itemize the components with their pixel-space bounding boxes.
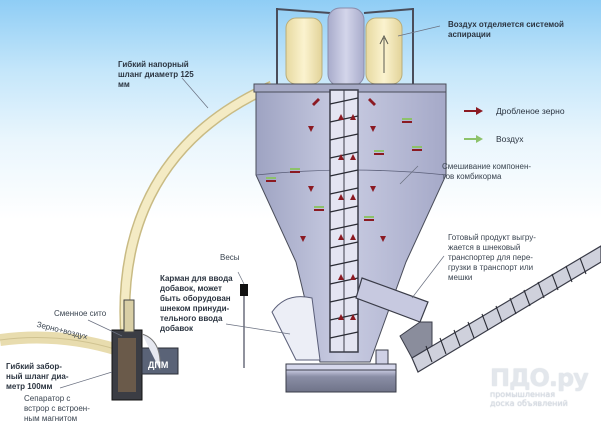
- label-product-output: Готовый продукт выгру- жается в шнековый…: [448, 233, 536, 282]
- additive-pocket: [271, 296, 321, 361]
- aspiration-filters: [275, 7, 414, 87]
- filter-left: [285, 17, 323, 85]
- label-mixing: Смешивание компонен- тов комбикорма: [442, 162, 532, 181]
- legend-label: Воздух: [496, 134, 524, 144]
- leader-lines: [59, 25, 445, 389]
- air-flow-arrows: [266, 118, 422, 221]
- watermark: ПДО.ру промышленная доска объявлений: [490, 366, 600, 408]
- label-replaceable-sieve: Сменное сито: [54, 309, 107, 318]
- separator-unit: [111, 299, 179, 401]
- filter-center: [327, 7, 365, 87]
- scales: [240, 284, 248, 296]
- watermark-brand: ПДО.ру: [490, 364, 589, 392]
- arrow-right-icon: [464, 107, 483, 115]
- mixer-base: [285, 349, 397, 393]
- label-pressure-hose: Гибкий напорный шланг диаметр 125 мм: [118, 60, 194, 89]
- mixer-hopper: [253, 83, 447, 363]
- legend-label: Дробленое зерно: [496, 106, 565, 116]
- screw-conveyor: [399, 245, 601, 373]
- label-separator: Сепаратор с встрор с встроен- ным магнит…: [24, 394, 90, 423]
- label-additive-pocket: Карман для ввода добавок, может быть обо…: [160, 274, 233, 333]
- intake-hose: [0, 331, 120, 356]
- label-scales: Весы: [220, 253, 240, 262]
- legend-item-air: Воздух: [464, 134, 523, 144]
- watermark-line1: промышленная: [490, 390, 556, 399]
- arrow-right-icon: [464, 135, 483, 143]
- watermark-line2: доска объявлений: [490, 399, 568, 408]
- grain-flow-arrows: [300, 98, 386, 320]
- legend-item-grain: Дробленое зерно: [464, 106, 565, 116]
- label-motor: ДПМ: [148, 360, 169, 370]
- label-aspiration: Воздух отделяется системой аспирации: [448, 20, 564, 39]
- label-intake-hose: Гибкий забор- ный шланг диа- метр 100мм: [6, 362, 69, 391]
